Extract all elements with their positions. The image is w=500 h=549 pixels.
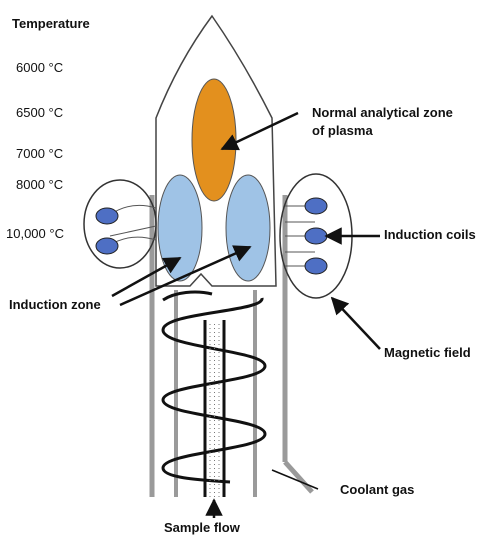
coolant-gas-label: Coolant gas — [340, 482, 415, 497]
magnetic-field-label: Magnetic field — [384, 345, 471, 360]
temperature-heading: Temperature — [12, 16, 90, 31]
coil-dot — [304, 197, 328, 215]
analytical-zone-label-line2: of plasma — [312, 123, 373, 138]
sample-flow-label: Sample flow — [164, 520, 240, 535]
arrow-coolant-gas — [271, 469, 319, 490]
temperature-value: 7000 °C — [16, 146, 64, 161]
load-coil-helix — [161, 297, 267, 484]
induction-zone-left — [157, 174, 203, 282]
load-coil-top — [162, 290, 213, 302]
temperature-value: 6000 °C — [16, 60, 64, 75]
sample-injector — [203, 320, 226, 497]
temperature-value: 6500 °C — [16, 105, 64, 120]
arrow-analytical-zone — [220, 111, 299, 151]
analytical-zone-label: Normal analytical zone — [312, 105, 453, 120]
coil-dot — [95, 207, 119, 225]
induction-zone-right — [225, 174, 271, 282]
analytical-zone — [191, 78, 237, 202]
arrow-magnetic-field — [330, 296, 381, 350]
coil-dot — [95, 237, 119, 255]
temperature-value: 8000 °C — [16, 177, 64, 192]
arrow-induction-zone-right — [119, 245, 252, 307]
inner-tube — [174, 290, 257, 497]
temperature-value: 10,000 °C — [6, 226, 64, 241]
coil-dot — [304, 227, 328, 245]
induction-coils-label: Induction coils — [384, 227, 476, 242]
induction-zone-label: Induction zone — [9, 297, 101, 312]
arrow-induction-zone-left — [111, 256, 182, 298]
coil-cross-sections — [95, 197, 328, 275]
magnetic-field-left — [83, 179, 157, 269]
pointer-arrows — [111, 111, 381, 518]
coil-dot — [304, 257, 328, 275]
